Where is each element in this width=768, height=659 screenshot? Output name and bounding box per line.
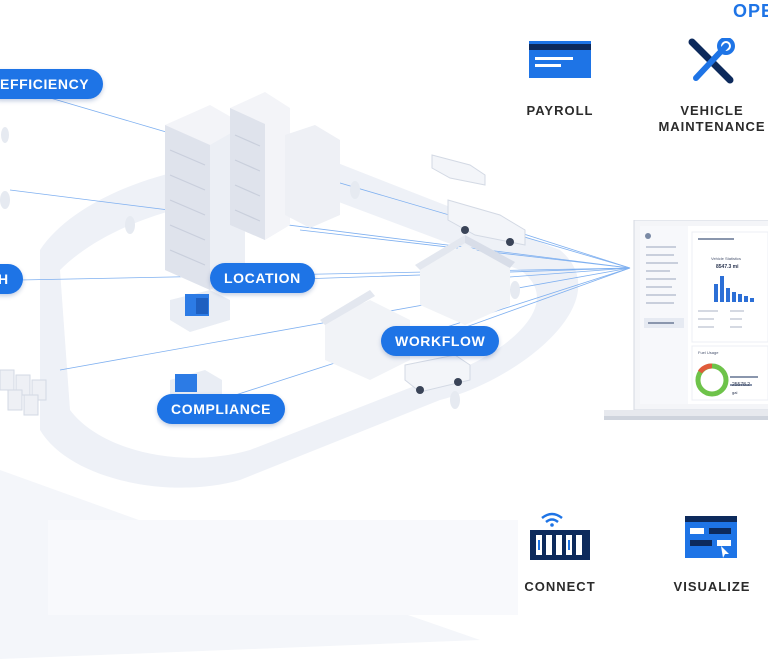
- bottom-shadow: [48, 520, 518, 615]
- fuel-unit: gal: [732, 390, 738, 395]
- house-right: [415, 235, 515, 325]
- house-center: [320, 290, 410, 380]
- fuel-value: 25578.2: [732, 382, 751, 388]
- label-efficiency[interactable]: EFFICIENCY: [0, 69, 104, 99]
- label-workflow[interactable]: WORKFLOW: [381, 326, 500, 356]
- caption-vehicle-line2: MAINTENANCE: [658, 119, 766, 134]
- caption-payroll: PAYROLL: [526, 103, 594, 118]
- truck-blue-cargo: [170, 290, 230, 332]
- caption-vehicle-line1: VEHICLE: [680, 103, 744, 118]
- tall-building: [165, 92, 340, 290]
- label-location[interactable]: LOCATION: [210, 263, 315, 293]
- corner-heading: OPE: [733, 1, 768, 21]
- wrench-screwdriver-icon: [688, 38, 735, 84]
- bus-far: [431, 154, 486, 186]
- payroll-card-icon: [529, 41, 591, 78]
- caption-visualize: VISUALIZE: [673, 579, 751, 594]
- warehouse-left: [0, 369, 47, 416]
- bus-top: [447, 199, 526, 246]
- fuel-title: Fuel Usage: [698, 350, 719, 355]
- label-compliance[interactable]: COMPLIANCE: [157, 394, 286, 424]
- caption-connect: CONNECT: [524, 579, 596, 594]
- stat-title: Vehicle Statistics: [711, 256, 742, 261]
- dashboard-screen-icon: [685, 516, 737, 558]
- caption-vehicle-maintenance: VEHICLE MAINTENANCE: [648, 103, 768, 135]
- wifi-network-icon: [530, 512, 590, 560]
- trees: [0, 127, 520, 409]
- stat-value: 8547.3 mi: [716, 264, 739, 270]
- laptop-screen: [604, 219, 768, 420]
- label-h[interactable]: H: [0, 264, 23, 294]
- laptop-mockup: Vehicle Statistics 8547.3 mi Fuel Usage …: [604, 219, 768, 430]
